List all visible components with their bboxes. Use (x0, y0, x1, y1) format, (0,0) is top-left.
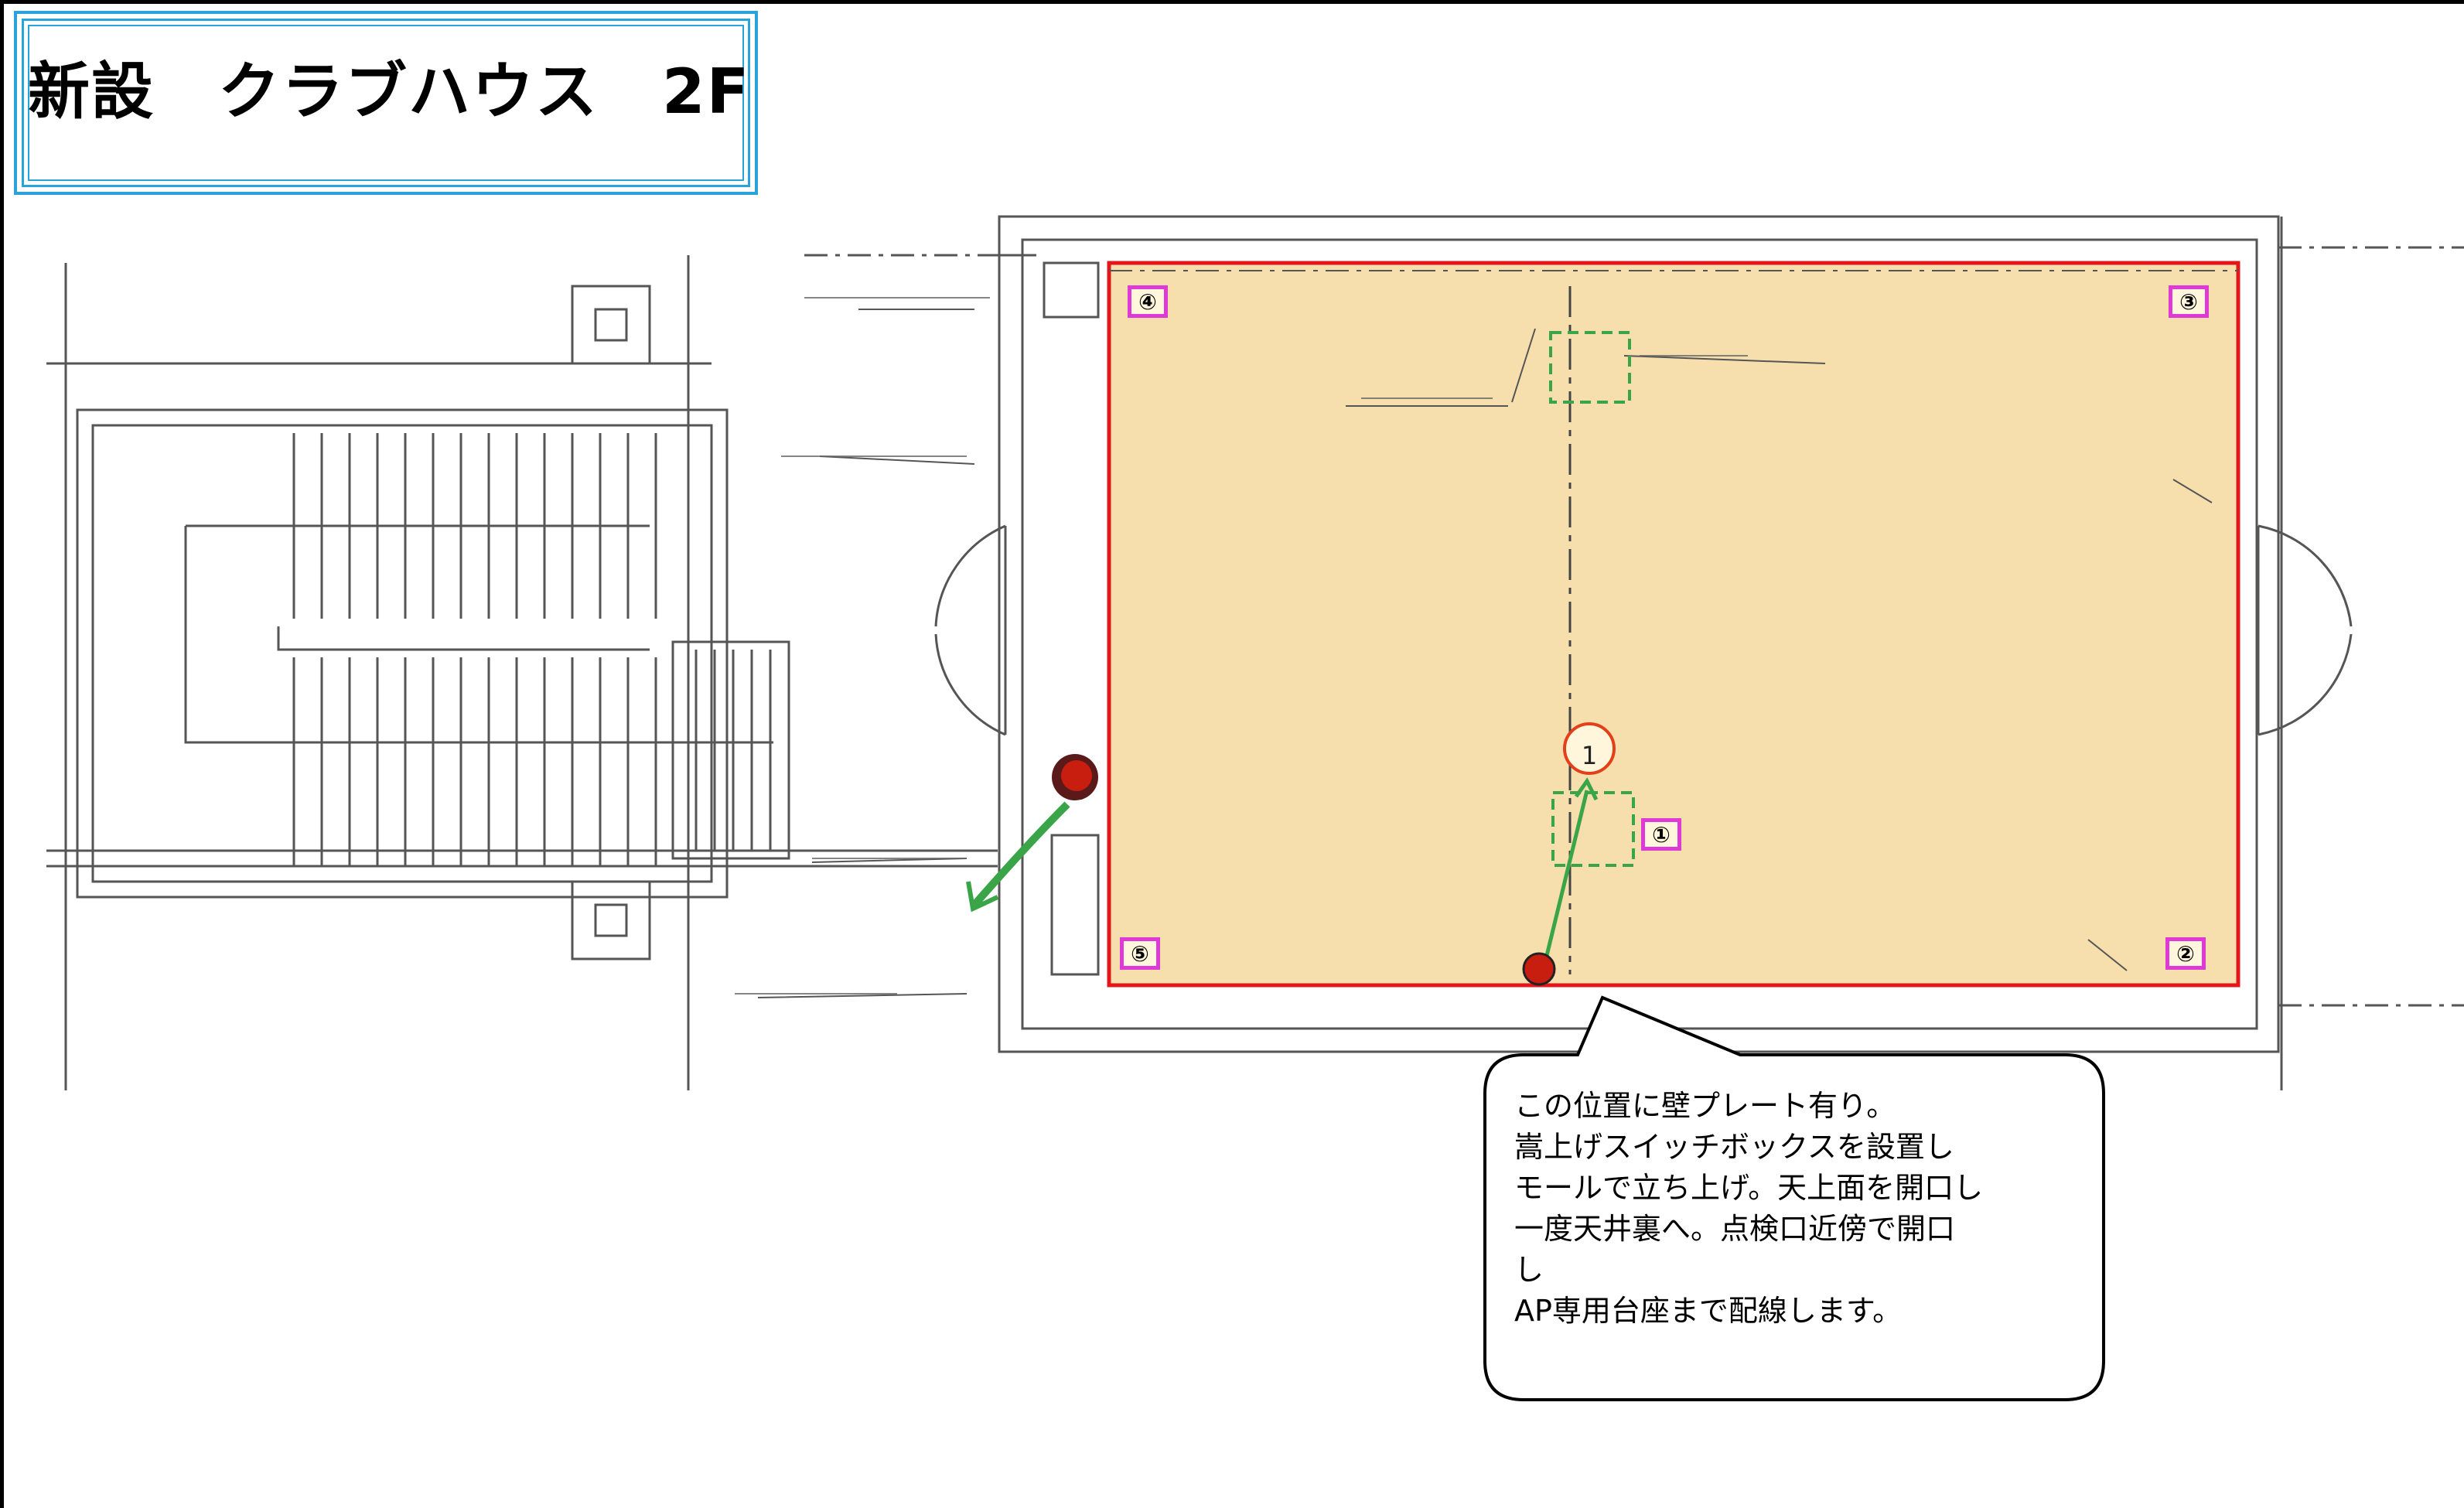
wiring-route-stair (971, 801, 1070, 908)
callout-bubble (1483, 995, 2105, 1401)
ap-point-label: 1 (1581, 741, 1598, 770)
room-marker-3: ③ (2169, 285, 2209, 318)
stairwell (76, 261, 2353, 976)
page-title: 新設 クラブハウス 2F (28, 56, 751, 128)
room-marker-1: ① (1641, 818, 1681, 851)
ap-box-ceiling-access (1549, 331, 1631, 404)
room-marker-2: ② (2165, 937, 2206, 970)
room-marker-4: ④ (1128, 285, 1168, 318)
room-marker-5: ⑤ (1120, 937, 1160, 970)
callout-text: この位置に壁プレート有り。 嵩上げスイッチボックスを設置し モールで立ち上げ。天… (1514, 1089, 1984, 1328)
leader-lines (757, 309, 2213, 998)
ap-point-circle (1563, 722, 1616, 775)
room-area (1107, 261, 2240, 988)
wiring-route-main (1541, 790, 1589, 969)
wall-plate-marker (1522, 952, 1556, 986)
title-box (14, 11, 758, 195)
